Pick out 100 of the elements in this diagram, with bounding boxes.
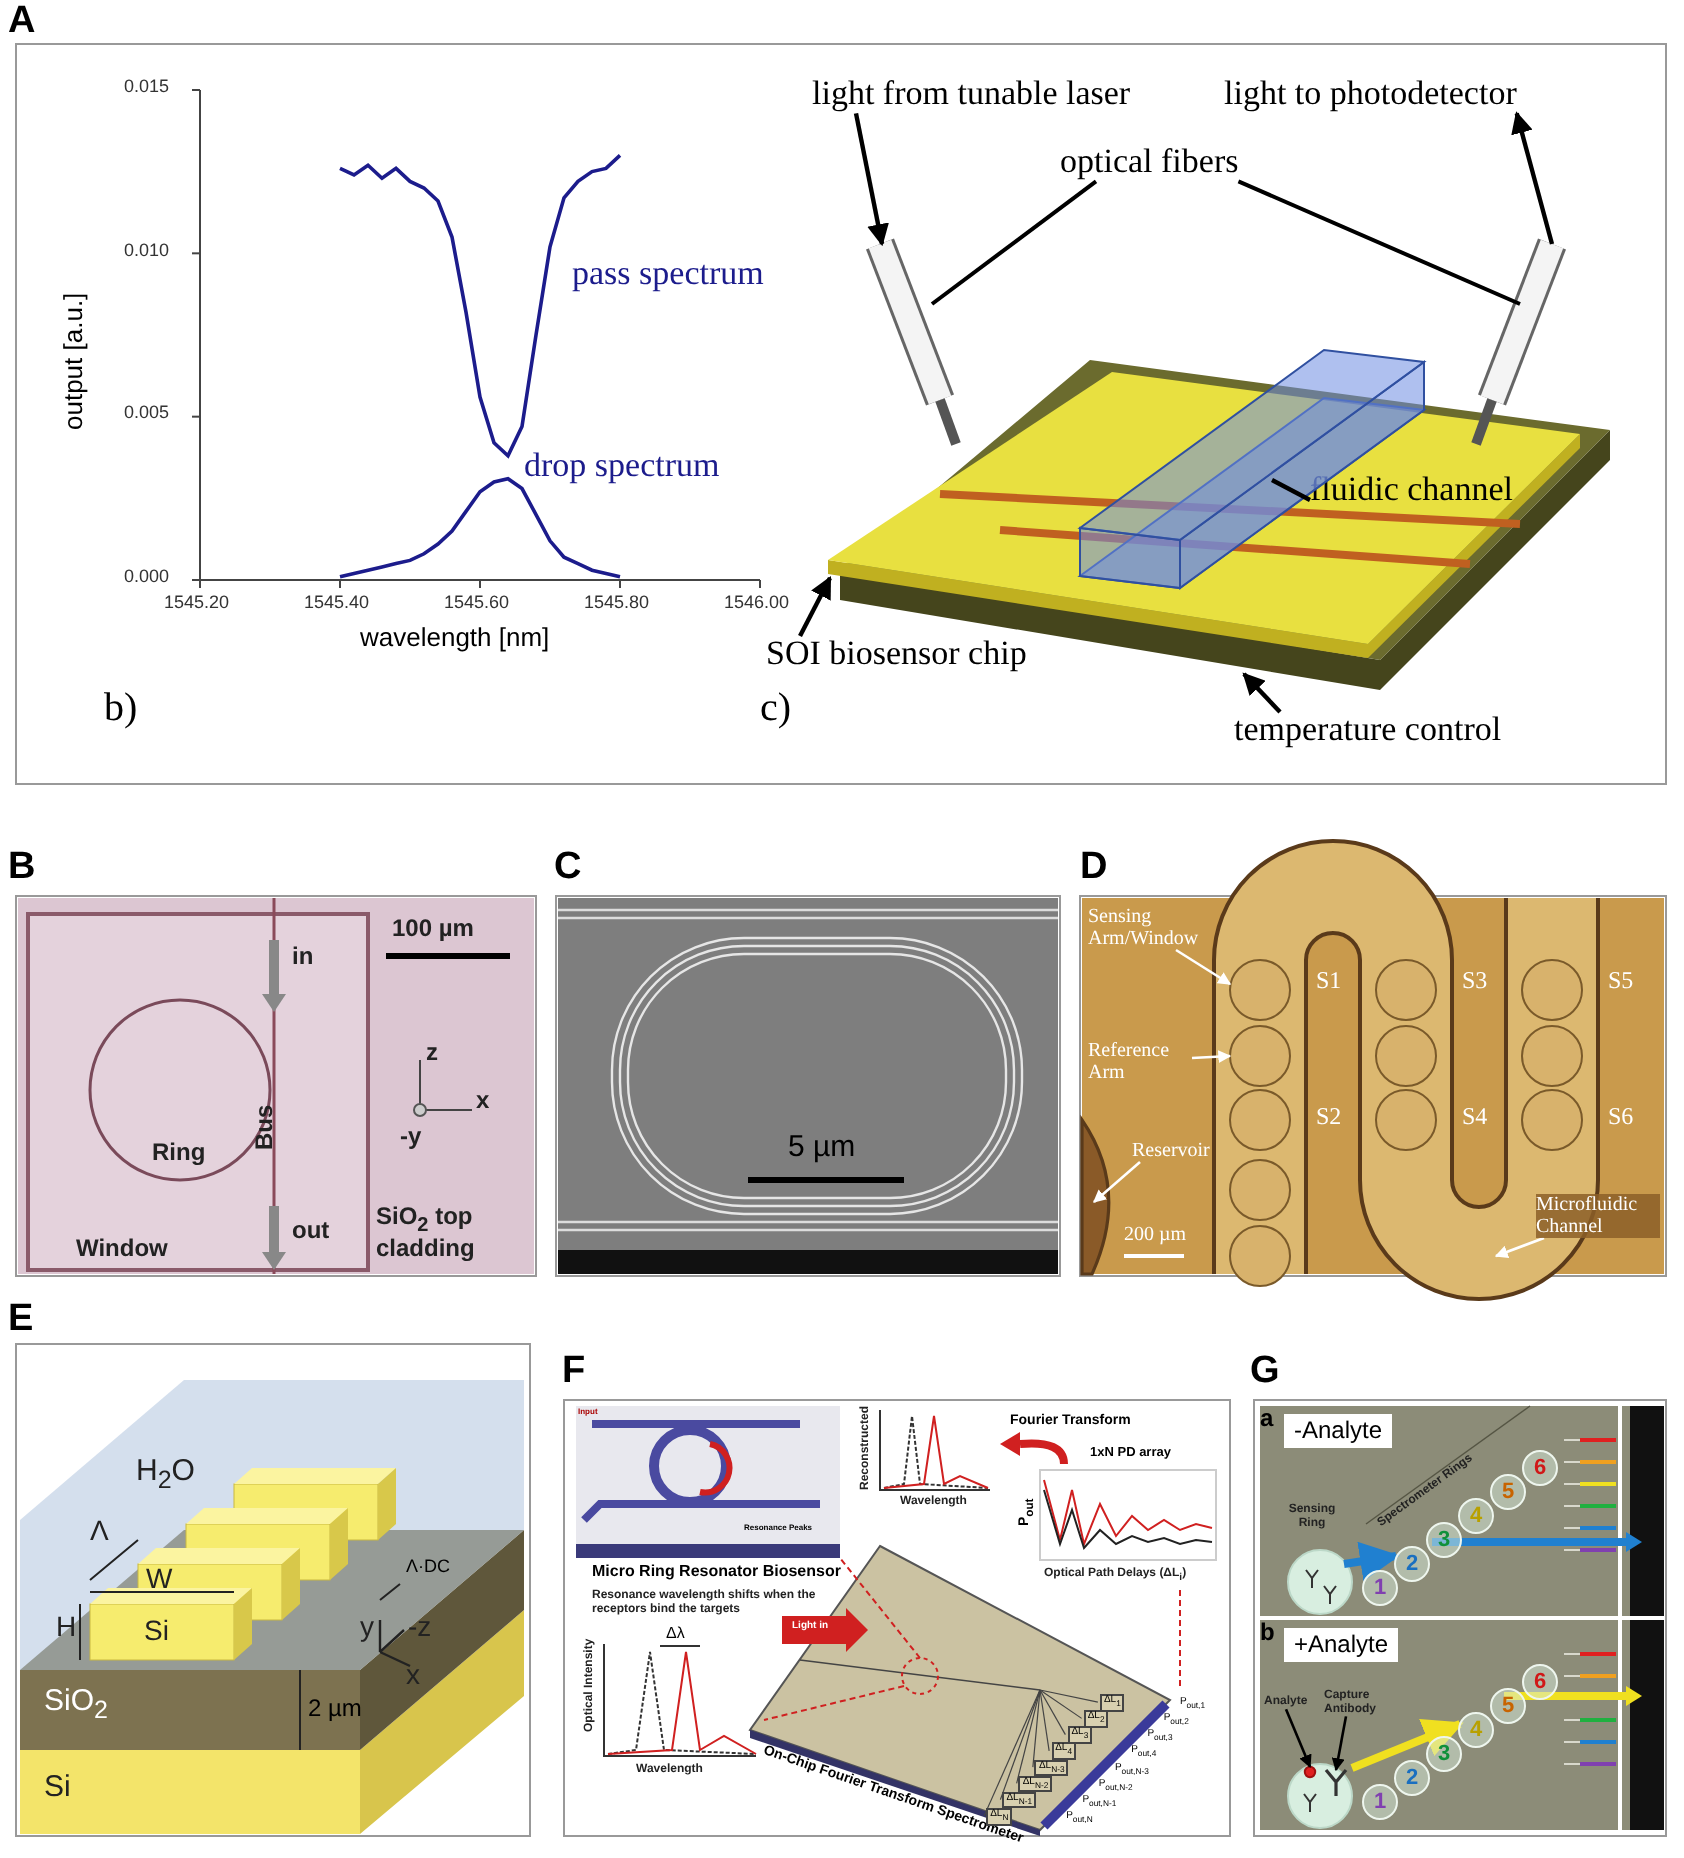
axis-title: wavelength [nm] — [360, 624, 550, 653]
tick-label: 0.015 — [124, 78, 170, 98]
axis-label: -y — [400, 1124, 422, 1151]
arrow — [853, 112, 889, 247]
leader-line — [1237, 179, 1521, 306]
axis-title: output [a.u.] — [60, 292, 89, 430]
scale-label: 5 µm — [788, 1132, 856, 1165]
arrow — [1494, 1236, 1545, 1258]
panel-letter: A — [8, 2, 36, 44]
reference-ring — [1229, 1025, 1291, 1087]
arrow — [1175, 948, 1232, 986]
arrow — [1331, 1716, 1348, 1772]
sensor-label: S4 — [1462, 1104, 1488, 1131]
callout-text: fluidic channel — [1310, 470, 1513, 508]
leader-line — [930, 179, 1098, 306]
spectrometer-ring: 5 — [1490, 1688, 1526, 1724]
sensor-label: S1 — [1316, 968, 1342, 995]
dimension-label: 2 µm — [308, 1696, 362, 1723]
region-label: Window — [76, 1236, 168, 1263]
material-label: Si — [144, 1616, 169, 1647]
arrow — [1284, 1708, 1312, 1768]
arrow — [1191, 1050, 1232, 1064]
series-label: drop spectrum — [524, 448, 720, 486]
spectrometer-ring: 4 — [1458, 1712, 1494, 1748]
panel-letter: E — [8, 1300, 34, 1342]
material-label: Si — [44, 1772, 71, 1805]
axis-label: -z — [408, 1612, 432, 1643]
sensor-label: S6 — [1608, 1104, 1634, 1131]
panel-letter: F — [562, 1352, 586, 1394]
panel-caption: Micro Ring Resonator Biosensor — [592, 1564, 841, 1582]
dimension-label: Λ·DC — [406, 1558, 451, 1578]
spectrometer-ring: 1 — [1362, 1570, 1398, 1606]
spectrometer-ring: 2 — [1394, 1546, 1430, 1582]
axis-label: y — [360, 1612, 374, 1643]
tick-label: 1545.80 — [584, 594, 650, 614]
panel-letter: G — [1250, 1352, 1280, 1394]
spectrometer-ring: 3 — [1426, 1522, 1462, 1558]
panel-letter: D — [1080, 848, 1108, 890]
subpanel-letter: a — [1260, 1406, 1274, 1433]
antibody-symbol — [1324, 1768, 1348, 1798]
tick-label: 1545.20 — [164, 594, 230, 614]
arrow — [1242, 672, 1282, 714]
leader-line — [1270, 478, 1312, 502]
port-label: out — [292, 1218, 330, 1245]
callout-text: light to photodetector — [1224, 76, 1517, 114]
analyte-dot — [1303, 1765, 1317, 1779]
sensor-label: S5 — [1608, 968, 1634, 995]
part-label: Ring — [152, 1140, 206, 1167]
spectrometer-ring: 6 — [1522, 1664, 1558, 1700]
callout-text: SOI biosensor chip — [766, 636, 1027, 674]
series-label: pass spectrum — [572, 256, 764, 294]
condition-label: -Analyte — [1284, 1414, 1393, 1449]
arrow — [1093, 1161, 1141, 1203]
subpanel-letter: b — [1260, 1620, 1275, 1647]
callout-text: Sensing Arm/Window — [1088, 906, 1244, 950]
tick-label: 1546.00 — [724, 594, 790, 614]
sensing-ring — [1229, 959, 1291, 1021]
material-label: H$_{2}$O — [136, 1456, 195, 1496]
condition-label: +Analyte — [1284, 1628, 1399, 1663]
sensor-label: S3 — [1462, 968, 1488, 995]
axis-label: z — [426, 1040, 438, 1067]
spectrometer-ring: 2 — [1394, 1760, 1430, 1796]
tick-label: 0.010 — [124, 241, 170, 262]
region-label: SiO$_{2}$ top cladding — [376, 1204, 477, 1264]
spectrometer-ring: 6 — [1522, 1450, 1558, 1486]
spectrometer-ring: 1 — [1362, 1784, 1398, 1820]
spectrometer-ring: 5 — [1490, 1474, 1526, 1510]
sensing-ring — [1287, 1549, 1353, 1615]
arrow — [798, 576, 832, 637]
sensing-ring — [1287, 1763, 1353, 1829]
tick-label: 1545.40 — [304, 594, 370, 614]
spectrometer-ring: 4 — [1458, 1498, 1494, 1534]
arrow — [1343, 1541, 1400, 1582]
sensor-label: S2 — [1316, 1104, 1342, 1131]
arrow — [1350, 1719, 1464, 1772]
reservoir-region — [1080, 1118, 1111, 1276]
callout-text: Microfluidic Channel — [1536, 1194, 1660, 1238]
scale-label: 100 µm — [392, 916, 474, 943]
axis-label: x — [406, 1660, 420, 1691]
dimension-label: W — [146, 1564, 173, 1595]
optical-fiber — [866, 238, 961, 446]
dimension-label: H — [56, 1612, 77, 1643]
part-label: Bus — [252, 1104, 279, 1150]
panel-caption: c) — [760, 686, 792, 730]
tick-label: 0.005 — [124, 404, 170, 425]
optical-fiber — [1471, 238, 1566, 446]
panel-caption: b) — [104, 686, 138, 730]
callout-text: temperature control — [1234, 712, 1502, 750]
annotation-text: Δλ — [666, 1626, 685, 1644]
tick-label: 1545.60 — [444, 594, 510, 614]
panel-letter: B — [8, 848, 36, 890]
axis-label: x — [476, 1088, 490, 1115]
callout-text: Reference Arm — [1088, 1040, 1192, 1084]
tick-label: 0.000 — [124, 568, 170, 588]
material-label: SiO$_{2}$ — [44, 1686, 108, 1726]
panel-letter: C — [554, 848, 582, 890]
callout-text: Reservoir — [1132, 1140, 1210, 1162]
callout-text: light from tunable laser — [812, 76, 1131, 114]
port-label: in — [292, 944, 314, 971]
arrow — [1511, 111, 1555, 245]
